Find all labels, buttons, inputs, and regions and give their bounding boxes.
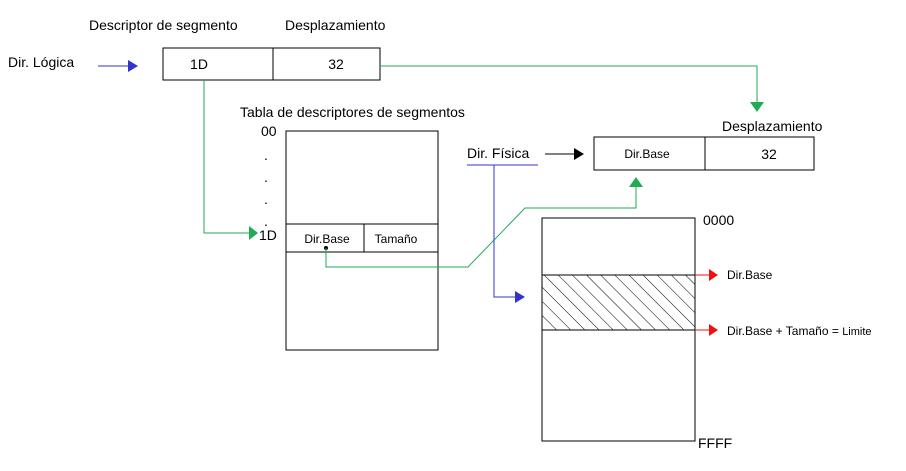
base-connector-arrow xyxy=(324,177,643,268)
segment-region xyxy=(541,274,696,331)
segment-value: 1D xyxy=(190,56,208,72)
table-first-index: 00 xyxy=(261,123,277,139)
base-marker-label: Dir.Base xyxy=(727,268,773,282)
table-row-index: 1D xyxy=(259,227,277,243)
memory-top-address: 0000 xyxy=(703,212,734,228)
descriptor-base-cell: Dir.Base xyxy=(304,232,350,246)
limit-marker-arrow xyxy=(695,324,718,336)
descriptor-size-cell: Tamaño xyxy=(375,232,418,246)
logical-address-box xyxy=(162,47,381,81)
limit-marker-label: Dir.Base + Tamaño = Limite xyxy=(727,324,872,338)
segment-connector-arrow xyxy=(203,80,258,240)
memory-block xyxy=(541,217,696,442)
physical-base-cell: Dir.Base xyxy=(624,147,670,161)
descriptor-table-title: Tabla de descriptores de segmentos xyxy=(240,104,465,120)
base-marker-arrow xyxy=(695,269,718,281)
memory-bottom-address: FFFF xyxy=(698,435,732,451)
table-dot: . xyxy=(264,169,268,185)
table-dot: . xyxy=(264,147,268,163)
table-dot: . xyxy=(264,191,268,207)
memory-pointer-arrow xyxy=(493,165,525,303)
limit-marker-word: Limite xyxy=(842,326,871,338)
table-dot: . xyxy=(264,213,268,229)
physical-address-label: Dir. Física xyxy=(467,145,529,161)
segment-descriptor-header: Descriptor de segmento xyxy=(89,17,238,33)
physical-offset-value: 32 xyxy=(761,146,777,162)
offset-header: Desplazamiento xyxy=(285,17,386,33)
descriptor-table xyxy=(285,130,439,351)
limit-marker-formula: Dir.Base + Tamaño = xyxy=(727,324,842,338)
physical-address-box xyxy=(593,136,815,171)
physical-offset-label: Desplazamiento xyxy=(722,118,823,134)
offset-value: 32 xyxy=(328,56,344,72)
offset-connector-arrow xyxy=(380,65,764,112)
logical-input-arrow xyxy=(98,60,138,72)
logical-address-label: Dir. Lógica xyxy=(8,54,74,70)
physical-input-arrow xyxy=(545,148,584,160)
